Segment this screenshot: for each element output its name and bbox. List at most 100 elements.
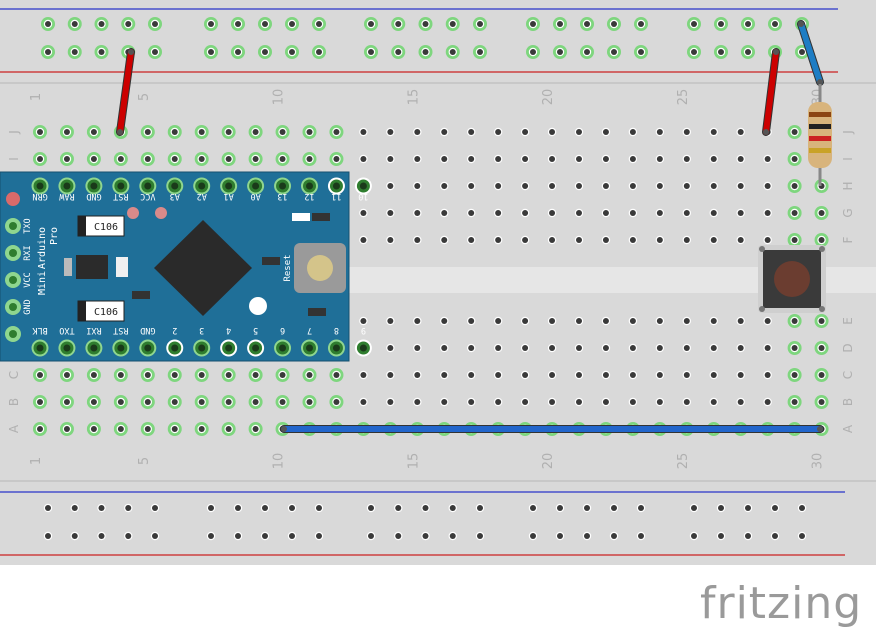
grid-hole	[683, 399, 690, 405]
rail-hole-bottom	[316, 533, 322, 539]
grid-hole	[495, 156, 502, 162]
grid-hole	[656, 399, 663, 405]
capacitor-band	[78, 216, 86, 236]
grid-hole	[683, 183, 690, 189]
grid-hole	[63, 129, 70, 135]
grid-hole	[818, 210, 825, 216]
rail-hole-bottom	[477, 505, 483, 511]
grid-hole	[791, 318, 798, 324]
rail-hole-bottom	[477, 533, 483, 539]
grid-hole	[710, 399, 717, 405]
grid-hole	[468, 318, 475, 324]
grid-hole	[387, 372, 394, 378]
row-label: C	[841, 371, 855, 379]
grid-hole	[360, 399, 367, 405]
blue-wire-bottom-end	[817, 426, 823, 432]
grid-hole	[576, 399, 582, 405]
arduino-pin-label: RST	[113, 191, 128, 201]
rail-hole-top	[289, 21, 295, 27]
grid-hole	[629, 318, 636, 324]
row-label: D	[841, 343, 855, 352]
column-number: 15	[406, 453, 421, 470]
grid-hole	[549, 210, 556, 216]
grid-hole	[198, 372, 205, 378]
rail-hole-top	[772, 21, 778, 27]
arduino-pin-label: A1	[224, 191, 234, 201]
rail-hole-top	[45, 21, 51, 27]
red-wire-left	[117, 49, 134, 135]
rail-hole-top	[638, 21, 644, 27]
rail-hole-top	[557, 49, 563, 55]
arduino-pin-label: BLK	[31, 325, 47, 335]
rail-hole-bottom	[208, 505, 214, 511]
arduino-pin-hole	[144, 344, 152, 352]
blue-wire-bottom-end	[281, 426, 287, 432]
grid-hole	[683, 345, 690, 351]
grid-hole	[468, 345, 475, 351]
rail-hole-bottom	[772, 533, 778, 539]
arduino-pin-hole	[225, 182, 233, 190]
rail-hole-bottom	[799, 505, 805, 511]
grid-hole	[252, 156, 259, 162]
arduino-side-pin-red	[6, 192, 20, 206]
blue-wire-top-end	[817, 79, 823, 85]
arduino-pin-hole	[306, 182, 313, 190]
grid-hole	[764, 372, 771, 378]
grid-hole	[522, 345, 529, 351]
resistor-band	[809, 124, 831, 129]
grid-hole	[279, 372, 286, 378]
pushbutton-corner	[819, 306, 825, 312]
arduino-side-pin-label: TXO	[23, 218, 33, 233]
grid-hole	[791, 399, 798, 405]
grid-hole	[252, 399, 259, 405]
rail-hole-bottom	[395, 533, 402, 539]
rail-hole-bottom	[449, 505, 456, 511]
grid-hole	[683, 129, 690, 135]
rail-hole-top	[208, 49, 214, 55]
grid-hole	[818, 237, 825, 243]
grid-hole	[414, 399, 421, 405]
rail-hole-bottom	[745, 505, 751, 511]
arduino-pin-hole	[359, 344, 367, 352]
grid-hole	[522, 210, 529, 216]
grid-hole	[710, 345, 717, 351]
rail-hole-bottom	[45, 505, 51, 511]
grid-hole	[576, 318, 582, 324]
grid-hole	[117, 426, 124, 432]
arduino-pin-label: 9	[361, 325, 366, 335]
arduino-pin-label: 12	[304, 191, 314, 201]
grid-hole	[683, 210, 690, 216]
grid-hole	[602, 237, 609, 243]
arduino-pin-hole	[90, 344, 98, 352]
grid-hole	[818, 345, 825, 351]
rail-hole-top	[477, 49, 483, 55]
grid-hole	[602, 183, 609, 189]
grid-hole	[279, 156, 286, 162]
grid-hole	[414, 156, 421, 162]
arduino-pin-label: 6	[280, 325, 285, 335]
grid-hole	[656, 237, 663, 243]
grid-hole	[387, 237, 394, 243]
grid-hole	[198, 399, 205, 405]
grid-hole	[764, 345, 771, 351]
rail-hole-top	[235, 49, 241, 55]
grid-hole	[710, 237, 717, 243]
grid-hole	[387, 399, 394, 405]
grid-hole	[468, 237, 475, 243]
arduino-pin-hole	[36, 344, 44, 352]
smd-resistor	[312, 213, 330, 221]
grid-hole	[387, 345, 394, 351]
rail-hole-top	[71, 21, 78, 27]
arduino-pin-label: A2	[197, 191, 207, 201]
grid-hole	[656, 156, 663, 162]
grid-hole	[90, 129, 97, 135]
grid-hole	[117, 372, 124, 378]
column-number: 30	[811, 89, 826, 106]
grid-hole	[441, 210, 448, 216]
arduino-pin-hole	[279, 182, 287, 190]
regulator-tab	[64, 258, 72, 276]
grid-hole	[468, 129, 475, 135]
grid-hole	[522, 237, 529, 243]
arduino-pin-label: 8	[334, 325, 339, 335]
row-label: J	[841, 130, 855, 135]
